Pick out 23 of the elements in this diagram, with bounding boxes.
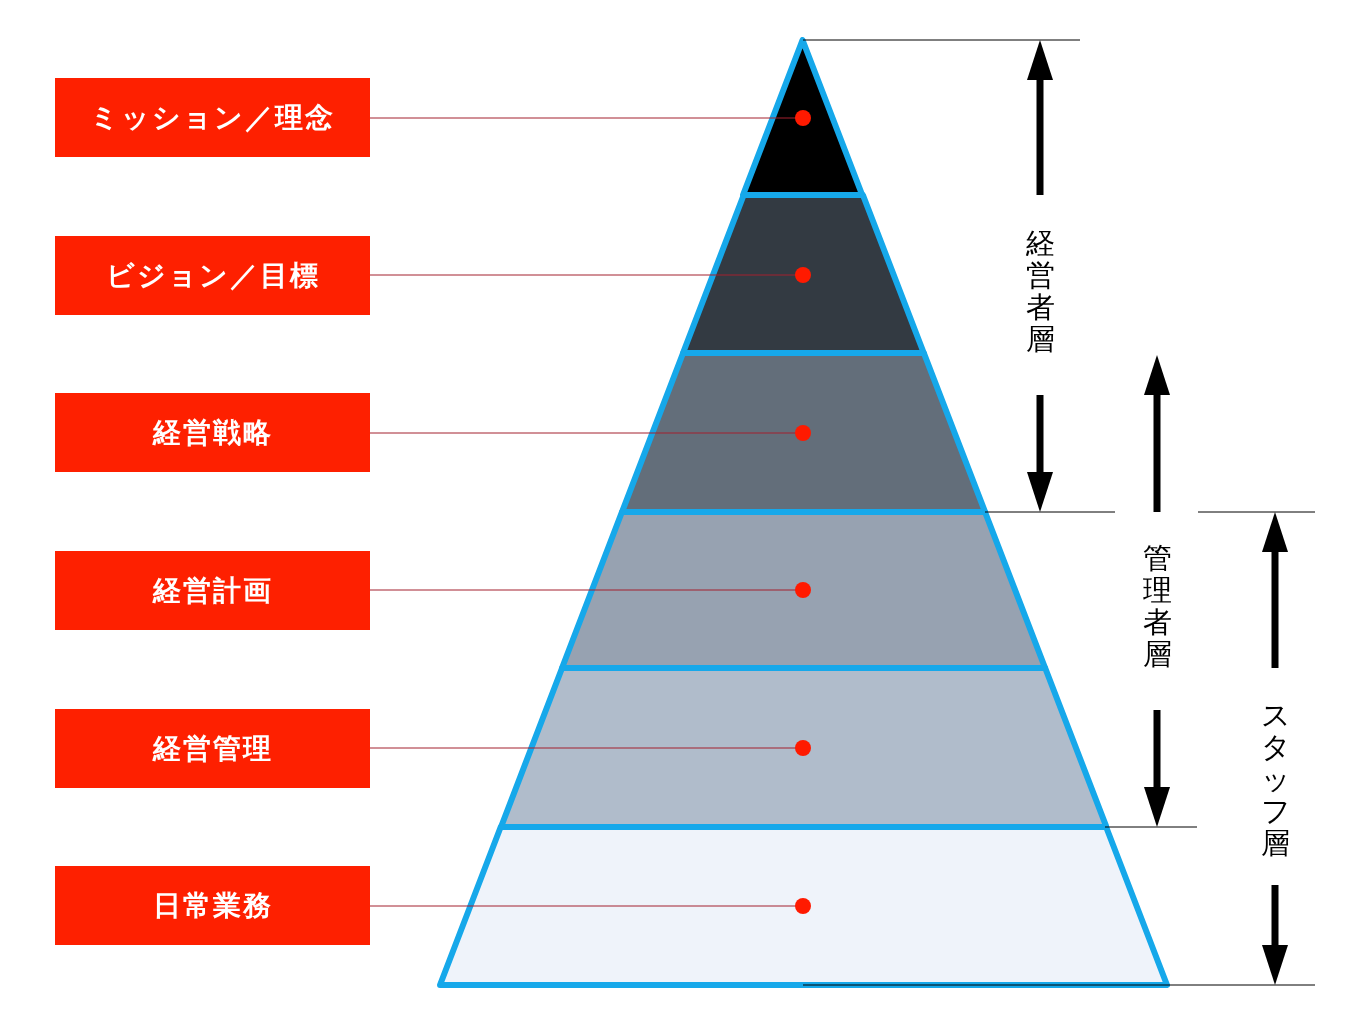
label-box bbox=[55, 551, 370, 630]
label-text: ミッション／理念 bbox=[90, 100, 335, 135]
leader-line bbox=[369, 740, 811, 756]
leader-line bbox=[369, 267, 811, 283]
pyramid-tier bbox=[740, 37, 866, 198]
label-text: 日常業務 bbox=[152, 888, 273, 923]
tier-group-label: 管理者層 bbox=[1142, 543, 1172, 671]
label-text: 経営管理 bbox=[152, 731, 273, 766]
label-text: 経営戦略 bbox=[152, 415, 273, 450]
label-text: 経営計画 bbox=[152, 573, 273, 608]
leader-line bbox=[369, 582, 811, 598]
label-text: ビジョン／目標 bbox=[105, 258, 320, 293]
label-box bbox=[55, 78, 370, 157]
label-box bbox=[55, 393, 370, 472]
label-box bbox=[55, 866, 370, 945]
pyramid-tier bbox=[437, 824, 1170, 988]
leader-line bbox=[369, 425, 811, 441]
leader-line bbox=[369, 110, 811, 126]
tier-group-label: スタッフ層 bbox=[1260, 700, 1290, 860]
label-box bbox=[55, 709, 370, 788]
label-box bbox=[55, 236, 370, 315]
leader-line bbox=[369, 898, 811, 914]
tier-group-label: 経営者層 bbox=[1025, 228, 1055, 356]
